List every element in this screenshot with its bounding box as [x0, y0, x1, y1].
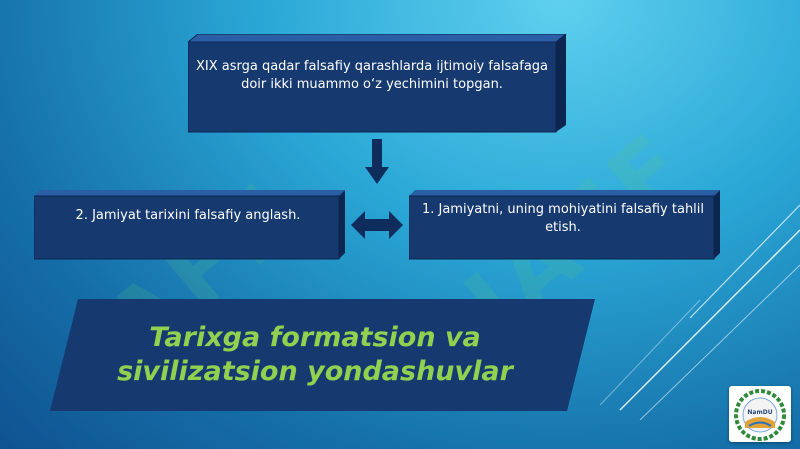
right-box: 1. Jamiyatni, uning mohiyatini falsafiy … — [409, 190, 720, 260]
university-logo: NamDU — [729, 386, 791, 442]
top-box: XIX asrga qadar falsafiy qarashlarda ijt… — [188, 34, 568, 133]
left-box: 2. Jamiyat tarixini falsafiy anglash. — [34, 190, 345, 260]
arrow-left-right-icon — [351, 211, 403, 239]
arrow-down-icon — [365, 139, 389, 184]
left-box-text: 2. Jamiyat tarixini falsafiy anglash. — [75, 208, 301, 223]
title-banner: Tarixga formatsion va sivilizatsion yond… — [50, 299, 595, 411]
slide-title: Tarixga formatsion va sivilizatsion yond… — [117, 322, 513, 387]
university-logo-icon — [734, 389, 786, 441]
top-box-text: XIX asrga qadar falsafiy qarashlarda ijt… — [195, 59, 549, 92]
logo-caption: NamDU — [747, 409, 773, 416]
right-box-text: 1. Jamiyatni, uning mohiyatini falsafiy … — [421, 202, 705, 235]
